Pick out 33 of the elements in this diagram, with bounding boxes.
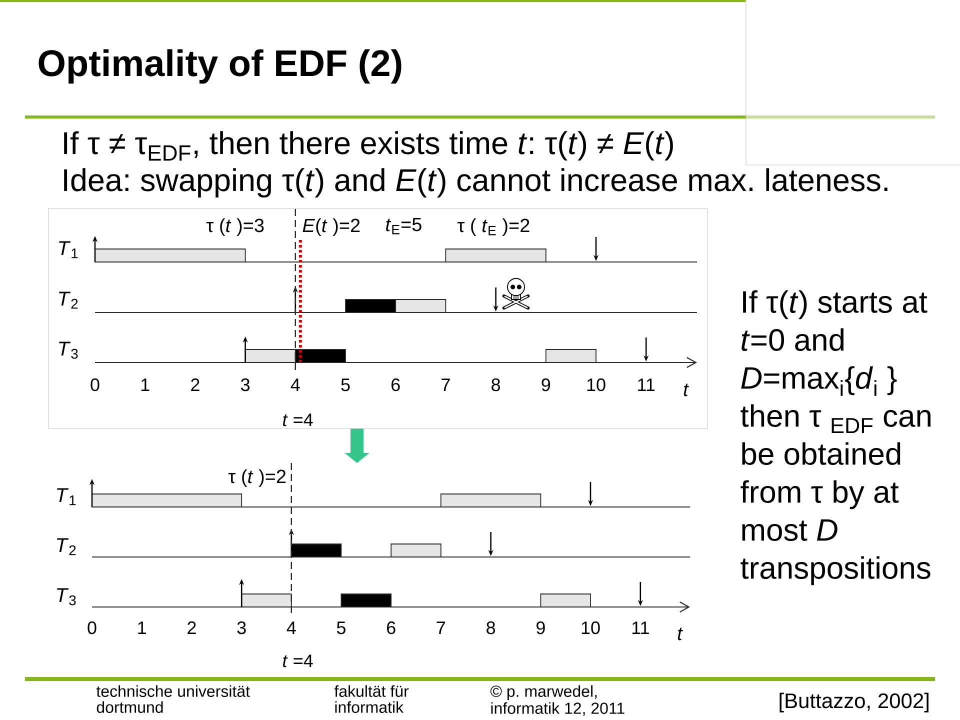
footer-text: technische universität dortmund (96, 685, 250, 713)
body-text: If τ ≠ τ$_{EDF}$, then there exists time t: τ(t) ≠ E(t) (64, 131, 673, 161)
annotation-label: τ (t )=2 (228, 469, 286, 487)
tick-label: 1 (141, 378, 150, 391)
task-label: T$_{1}$ (59, 241, 78, 258)
annotation-label: t$_{E}$=5 (386, 218, 422, 234)
tick-label: 8 (492, 378, 500, 392)
tick-label: 3 (241, 378, 250, 392)
tick-label: 6 (392, 378, 400, 392)
task-label: T$_{2}$ (59, 292, 78, 309)
tick-label: 0 (90, 378, 100, 392)
task-label: T$_{1}$ (57, 488, 76, 506)
annotation-label: E(t )=2 (302, 218, 360, 236)
tick-label: 0 (88, 621, 96, 634)
slide-title: Optimality of EDF (2) (38, 49, 402, 84)
time-label: t =4 (283, 654, 313, 668)
schedule-drawing (48, 208, 708, 429)
tick-label: 5 (341, 378, 350, 392)
citation: [Buttazzo, 2002] (780, 692, 928, 712)
footer-text: fakultät für informatik (334, 685, 409, 713)
tick-label: 4 (290, 378, 300, 391)
tick-label: 2 (191, 378, 200, 391)
side-note: If τ(t) starts at t=0 and D=max$_{i}${d$_{i}$ } then τ $_{EDF}$ can be obtained from τ by at most D transpositions (740, 290, 930, 586)
axis-label: t (684, 384, 689, 396)
annotation-label: τ ( t$_{E}$ )=2 (457, 218, 530, 236)
task-label: T$_{3}$ (59, 342, 78, 359)
annotation-label: τ (t )=3 (206, 218, 264, 236)
tick-label: 11 (638, 378, 655, 391)
tick-label: 9 (542, 378, 550, 392)
tick-label: 7 (442, 378, 450, 391)
footer-text: © p. marwedel, informatik 12, 2011 (490, 685, 624, 716)
tick-label: 10 (587, 378, 606, 392)
time-label: t =4 (283, 414, 313, 426)
